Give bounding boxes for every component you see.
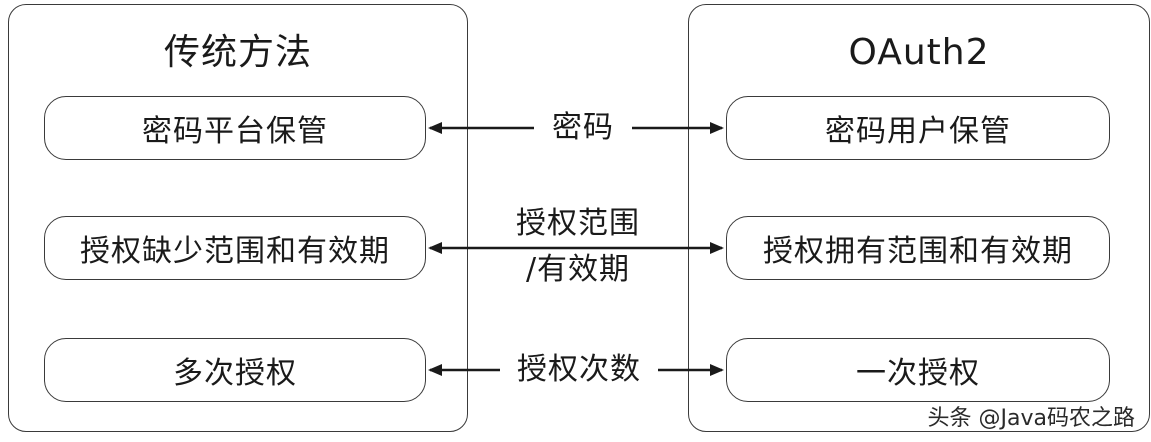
oauth2-authorization-scope: 授权拥有范围和有效期 bbox=[726, 216, 1110, 280]
oauth2-authorization-count: 一次授权 bbox=[726, 338, 1110, 402]
traditional-password-storage: 密码平台保管 bbox=[44, 96, 426, 160]
traditional-method-title: 传统方法 bbox=[163, 32, 312, 73]
scope-arrow-label-line-1: 授权范围 bbox=[500, 206, 656, 242]
oauth2-password-storage: 密码用户保管 bbox=[726, 96, 1110, 160]
traditional-authorization-scope: 授权缺少范围和有效期 bbox=[44, 216, 426, 280]
oauth2-title: OAuth2 bbox=[848, 32, 990, 73]
password-arrow-label: 密码 bbox=[534, 110, 632, 146]
authorization-count-arrow-label: 授权次数 bbox=[500, 352, 658, 388]
traditional-authorization-count: 多次授权 bbox=[44, 338, 426, 402]
watermark: 头条 @Java码农之路 bbox=[927, 406, 1135, 431]
scope-arrow-label-line-2: /有效期 bbox=[508, 252, 648, 288]
